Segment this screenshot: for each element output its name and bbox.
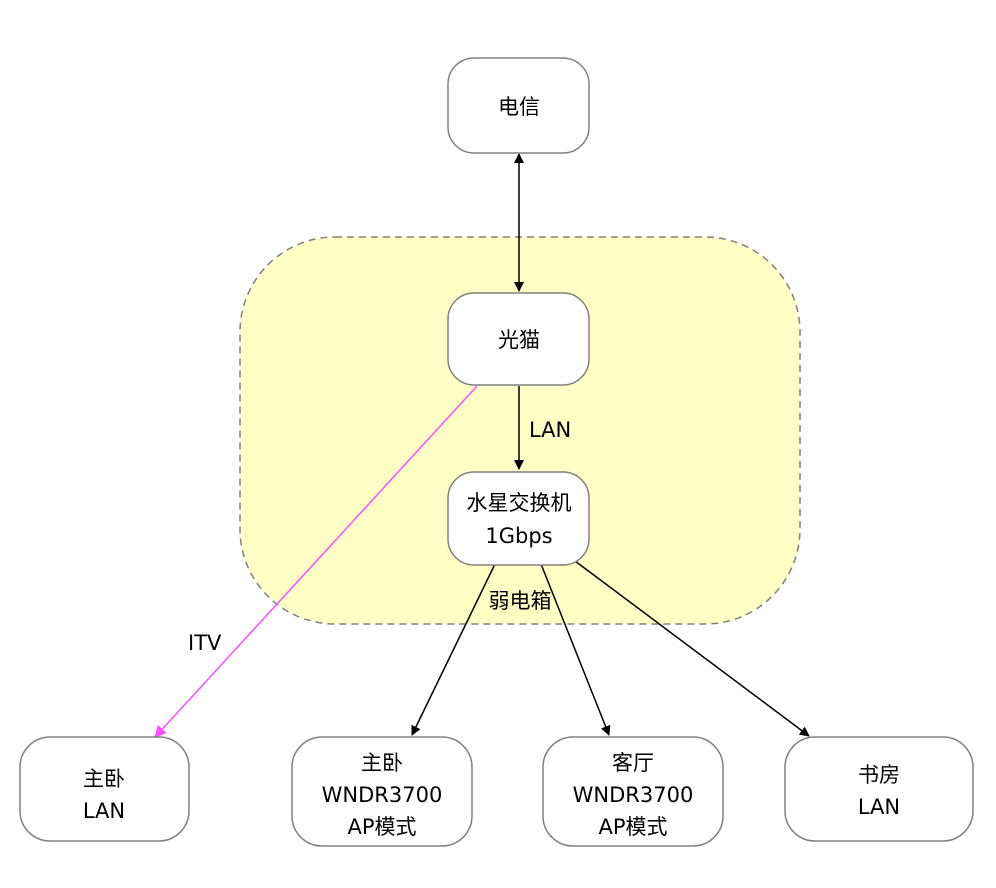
edge-switch-master-ap[interactable] bbox=[411, 563, 496, 736]
node-optical-modem-label: 光猫 bbox=[498, 328, 540, 352]
weak-box-group[interactable]: 弱电箱 bbox=[239, 236, 801, 625]
node-switch-label-line1: 水星交换机 bbox=[467, 491, 572, 515]
node-switch-label-line2: 1Gbps bbox=[485, 524, 552, 548]
node-master-bedroom-ap-line1: 主卧 bbox=[361, 751, 403, 775]
node-living-room-ap-line1: 客厅 bbox=[612, 751, 654, 775]
node-living-room-ap-line3: AP模式 bbox=[598, 815, 667, 839]
edge-label-itv: ITV bbox=[188, 631, 222, 655]
nodes-layer: 电信 光猫 水星交换机 1Gbps 主卧 LAN 主卧 WNDR3700 AP模… bbox=[19, 57, 974, 847]
edge-switch-living-ap[interactable] bbox=[540, 563, 611, 736]
node-switch[interactable]: 水星交换机 1Gbps bbox=[447, 471, 590, 566]
node-master-bedroom-lan-line1: 主卧 bbox=[83, 767, 125, 791]
node-master-bedroom-lan-line2: LAN bbox=[83, 799, 125, 823]
edges-layer: LAN ITV bbox=[154, 153, 810, 738]
node-living-room-ap-line2: WNDR3700 bbox=[573, 783, 694, 807]
node-study-lan-line1: 书房 bbox=[858, 763, 900, 787]
node-master-bedroom-lan[interactable]: 主卧 LAN bbox=[19, 736, 190, 842]
node-optical-modem[interactable]: 光猫 bbox=[447, 292, 590, 386]
node-master-bedroom-ap[interactable]: 主卧 WNDR3700 AP模式 bbox=[291, 736, 473, 847]
node-telecom[interactable]: 电信 bbox=[447, 57, 590, 154]
node-living-room-ap[interactable]: 客厅 WNDR3700 AP模式 bbox=[542, 736, 724, 847]
node-study-lan[interactable]: 书房 LAN bbox=[784, 736, 974, 842]
edge-label-lan: LAN bbox=[529, 418, 571, 442]
node-telecom-label: 电信 bbox=[498, 95, 540, 119]
edge-switch-study[interactable] bbox=[574, 560, 810, 737]
node-master-bedroom-ap-line2: WNDR3700 bbox=[322, 783, 443, 807]
node-master-bedroom-ap-line3: AP模式 bbox=[347, 815, 416, 839]
weak-box-label: 弱电箱 bbox=[489, 589, 552, 613]
edge-modem-itv[interactable] bbox=[154, 385, 478, 738]
node-study-lan-line2: LAN bbox=[858, 795, 900, 819]
